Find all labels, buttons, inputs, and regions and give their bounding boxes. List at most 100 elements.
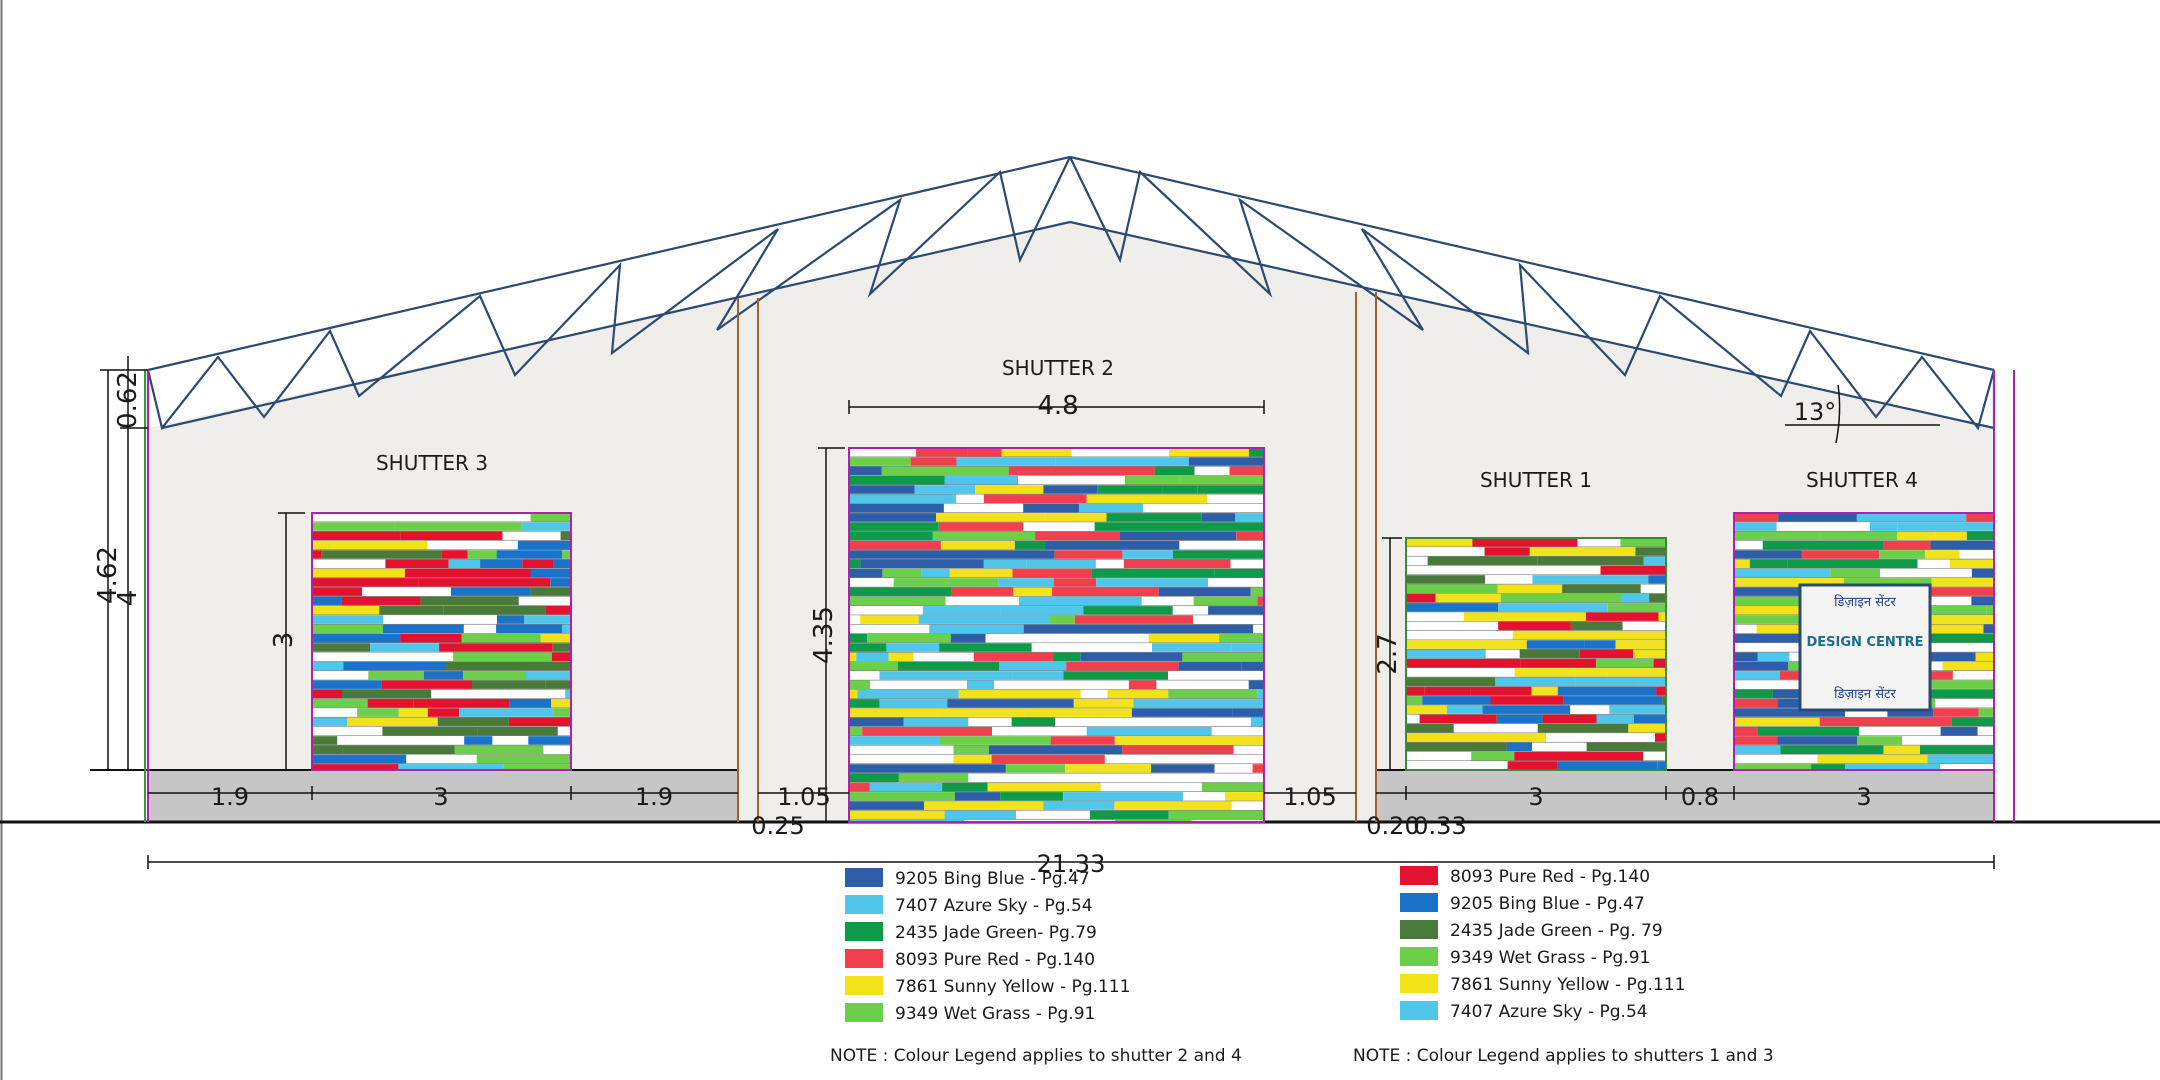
strip-segment <box>418 578 551 587</box>
strip-segment <box>888 652 914 662</box>
strip-segment <box>312 587 363 596</box>
strip-segment <box>1235 513 1264 522</box>
strip-segment <box>443 606 546 615</box>
strip-segment <box>1859 726 1941 736</box>
strip-segment <box>849 754 954 764</box>
strip-segment <box>1073 699 1134 708</box>
strip-segment <box>1977 726 1994 736</box>
strip-segment <box>1640 584 1666 593</box>
strip-segment <box>347 717 438 727</box>
strip-segment <box>849 494 957 503</box>
strip-segment <box>321 550 442 559</box>
legend-label: 7861 Sunny Yellow - Pg.111 <box>1450 975 1685 995</box>
truss-web-right <box>1069 156 1996 431</box>
strip-segment <box>312 699 368 708</box>
strip-segment <box>1248 448 1264 457</box>
strip-segment <box>940 541 1015 550</box>
dim-s3-right: 1.9 <box>635 783 673 811</box>
strip-segment <box>1930 540 1994 550</box>
strip-segment <box>550 578 571 587</box>
strip-segment <box>1151 764 1215 773</box>
swatch <box>845 895 883 914</box>
strip-segment <box>390 652 454 661</box>
strip-segment <box>937 708 1025 717</box>
strip-segment <box>1472 538 1578 547</box>
strip-segment <box>1035 531 1121 541</box>
columns <box>144 292 2015 822</box>
strip-segment <box>956 457 1056 466</box>
strip-segment <box>1080 689 1108 699</box>
swatch <box>1400 974 1438 993</box>
strip-segment <box>849 661 898 671</box>
strip-segment <box>849 475 872 485</box>
strip-segment <box>1104 754 1205 764</box>
strip-segment <box>950 634 986 643</box>
strip-segment <box>1253 624 1264 634</box>
strip-segment <box>1889 689 1994 699</box>
strip-segment <box>463 671 526 680</box>
strip-segment <box>1120 531 1237 541</box>
strip-segment <box>1520 658 1597 668</box>
strip-segment <box>1959 550 1994 559</box>
strip-segment <box>953 754 992 764</box>
strip-segment <box>1406 631 1513 640</box>
strip-segment <box>312 652 391 661</box>
strip-segment <box>849 615 861 624</box>
strip-segment <box>536 717 571 727</box>
strip-segment <box>1106 513 1202 522</box>
strip-segment <box>1063 671 1168 680</box>
strip-segment <box>1966 531 1994 541</box>
strip-segment <box>448 559 481 568</box>
legend-left-item: 9349 Wet Grass - Pg.91 <box>845 1003 1095 1024</box>
strip-segment <box>1086 727 1212 736</box>
strip-segment <box>849 708 938 717</box>
strip-segment <box>1484 547 1530 556</box>
strip-segment <box>1471 751 1515 761</box>
strip-segment <box>1049 615 1075 624</box>
strip-segment <box>463 624 497 634</box>
strip-segment <box>967 448 1002 457</box>
strip-segment <box>849 541 941 550</box>
strip-segment <box>987 782 1101 792</box>
strip-segment <box>1122 550 1173 559</box>
strip-segment <box>522 559 554 568</box>
strip-segment <box>1406 668 1515 677</box>
strip-segment <box>1053 652 1081 662</box>
strip-segment <box>898 773 969 782</box>
strip-segment <box>1023 503 1079 513</box>
strip-segment <box>439 643 553 652</box>
strip-segment <box>1902 736 1994 745</box>
strip-segment <box>1406 640 1527 649</box>
strip-segment <box>517 540 571 550</box>
strip-segment <box>1498 621 1571 631</box>
strip-segment <box>849 578 894 587</box>
strip-segment <box>849 643 887 652</box>
strip-segment <box>1107 689 1169 699</box>
dim-col-right-thk: 0.20 <box>1366 812 1419 840</box>
strip-segment <box>1951 717 1994 727</box>
strip-segment <box>1734 513 1779 522</box>
strip-segment <box>312 745 343 754</box>
strip-segment <box>1519 649 1580 659</box>
strip-segment <box>849 513 859 522</box>
strip-segment <box>404 568 531 578</box>
strip-segment <box>924 801 1044 810</box>
strip-segment <box>1537 556 1644 566</box>
colour-legend-right: 8093 Pure Red - Pg.140 9205 Bing Blue - … <box>1400 866 1685 1022</box>
strip-segment <box>508 717 536 727</box>
dim-col-left-thk: 0.25 <box>751 812 804 840</box>
strip-segment <box>1128 680 1157 689</box>
strip-segment <box>939 643 1032 652</box>
strip-segment <box>1406 658 1521 668</box>
strip-segment <box>1131 708 1233 717</box>
legend-label: 7861 Sunny Yellow - Pg.111 <box>895 977 1130 997</box>
strip-segment <box>1173 550 1264 559</box>
strip-segment <box>1843 578 1932 587</box>
strip-segment <box>472 680 546 689</box>
strip-segment <box>1633 714 1666 724</box>
strip-segment <box>1897 522 1994 531</box>
strip-segment <box>1169 448 1249 457</box>
strip-segment <box>983 559 1027 569</box>
strip-segment <box>1050 736 1115 745</box>
strip-segment <box>459 708 554 717</box>
